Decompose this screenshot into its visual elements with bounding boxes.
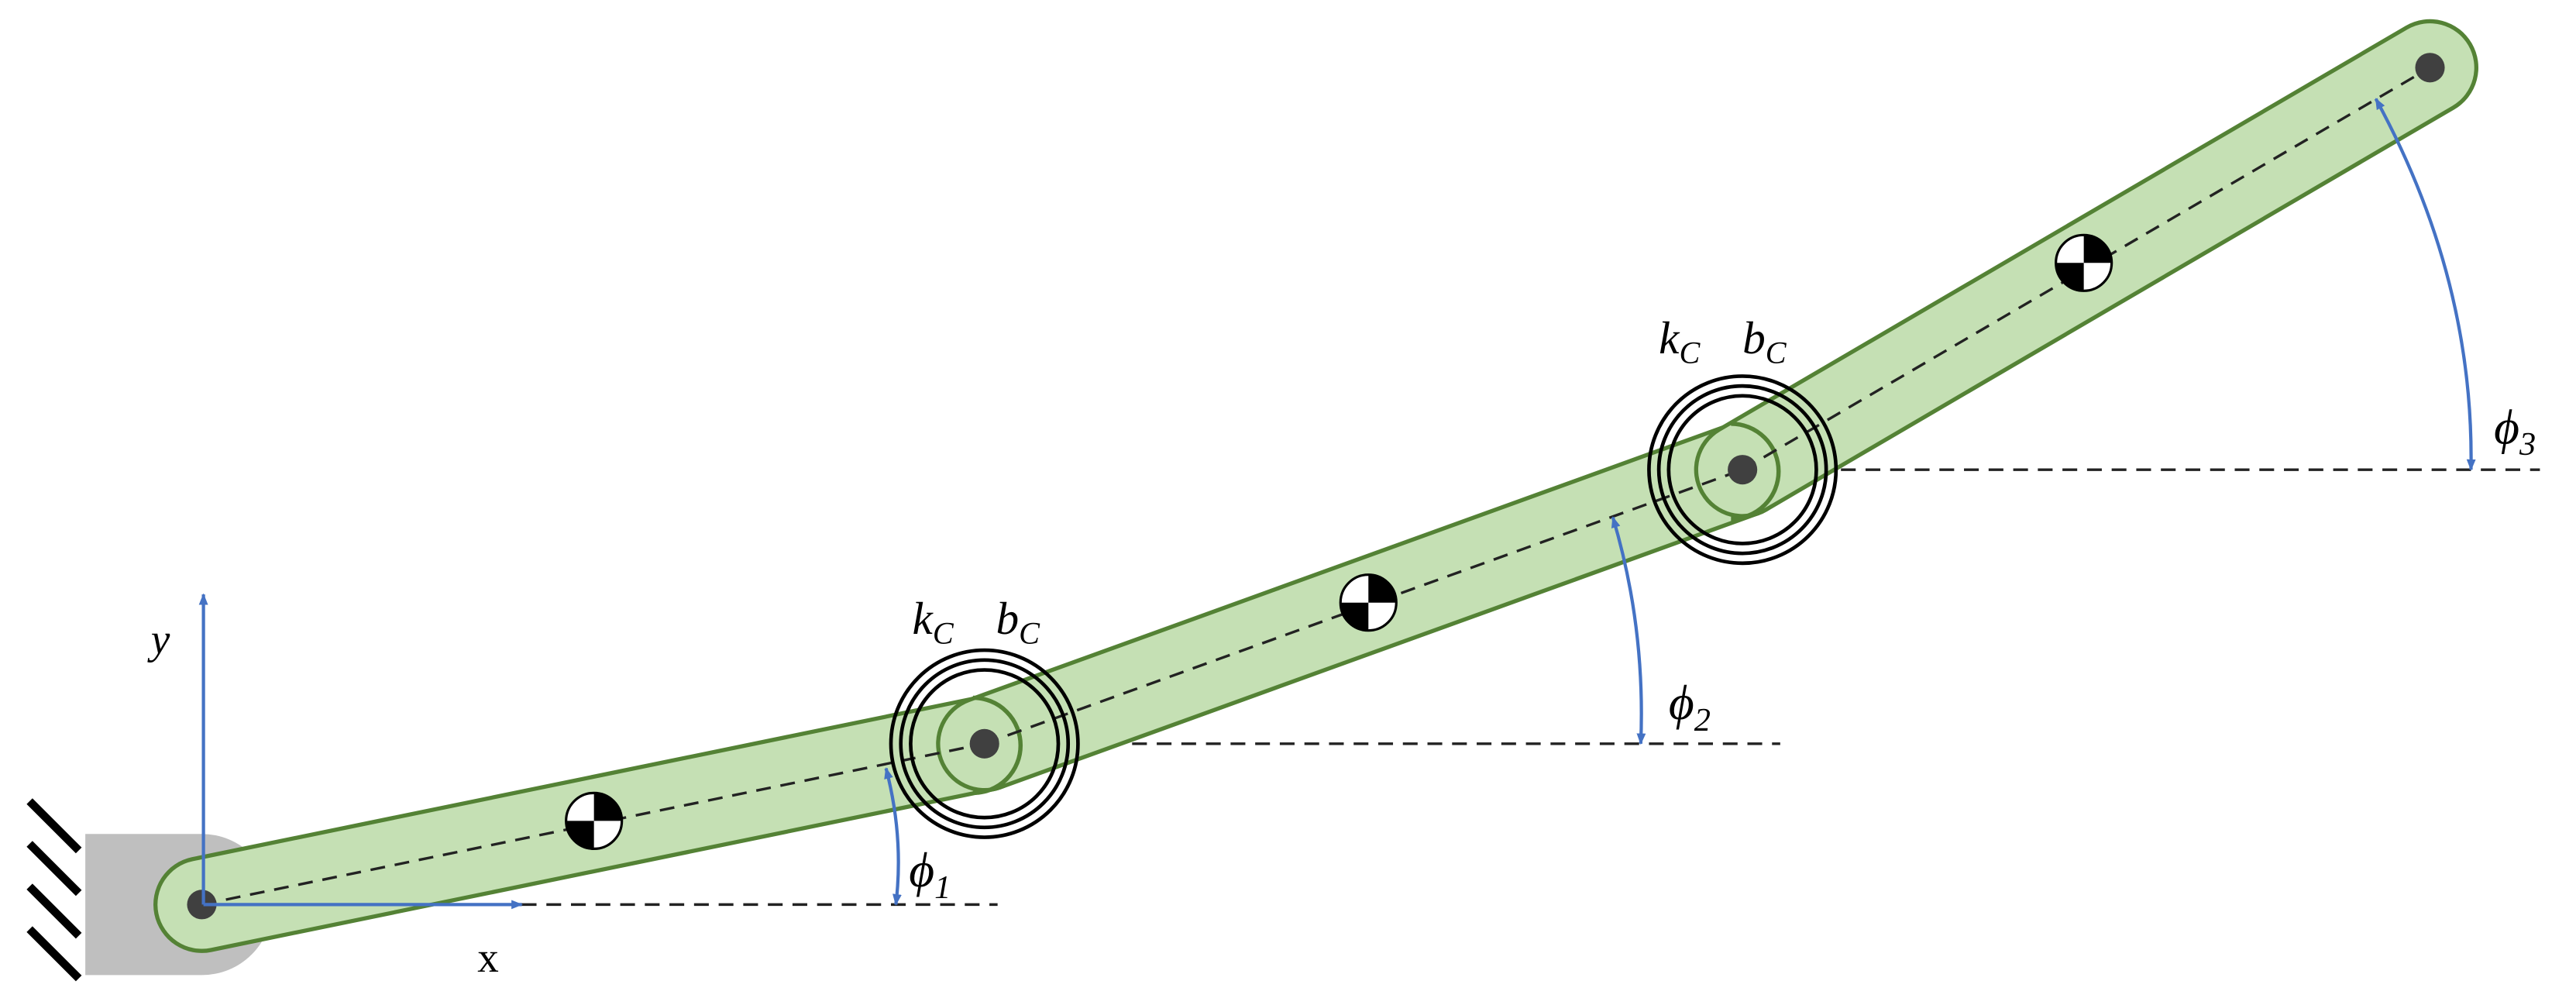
phi1-arc <box>884 767 902 906</box>
joint-pins <box>187 53 2445 920</box>
pin-tip <box>2415 53 2445 83</box>
x-axis-label: x <box>477 934 499 981</box>
joint2-stiffness-label: kC <box>1659 312 1701 370</box>
phi1-label: ϕ1 <box>909 842 951 906</box>
com-marker-link1 <box>565 791 624 850</box>
pin-joint1 <box>969 728 999 759</box>
com-marker-link2 <box>1339 573 1398 632</box>
spring-damper-ring-2 <box>1647 374 1838 566</box>
angle-arcs <box>884 98 2476 906</box>
phi2-label: ϕ2 <box>1669 675 1711 738</box>
joint2-cap <box>1731 422 1781 521</box>
phi2-arc <box>1611 516 1646 745</box>
ground-hatch <box>26 798 82 982</box>
phi3-label: ϕ3 <box>2494 399 2536 463</box>
pin-base <box>187 890 217 920</box>
pin-joint2 <box>1728 455 1758 485</box>
joint1-cap <box>972 695 1023 796</box>
spring-damper-ring-1 <box>889 648 1080 839</box>
link-centerlines <box>201 66 2431 907</box>
coordinate-axes <box>198 593 523 910</box>
phi3-arc <box>2374 98 2476 471</box>
com-marker-link3 <box>2055 233 2113 292</box>
joint1-damping-label: bC <box>996 593 1041 651</box>
y-axis-label: y <box>147 615 170 663</box>
joint1-stiffness-label: kC <box>913 593 954 651</box>
joint2-damping-label: bC <box>1742 312 1787 370</box>
